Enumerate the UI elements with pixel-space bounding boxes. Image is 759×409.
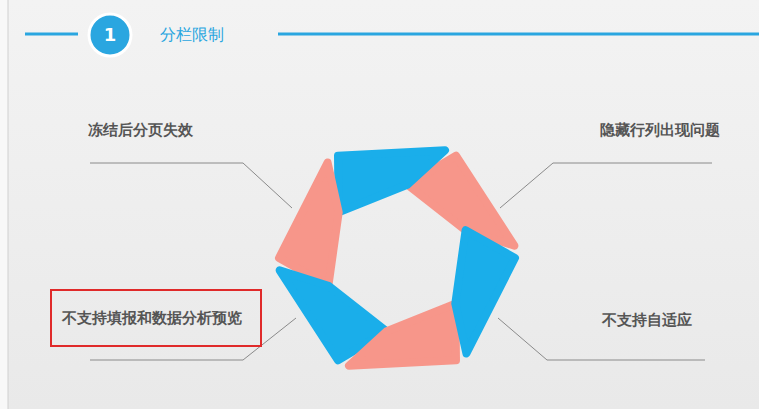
header-line (25, 33, 78, 36)
header-line (278, 33, 759, 36)
hexagon-segment (338, 150, 445, 212)
hexagon-segment (455, 230, 515, 353)
highlight-box: 不支持填报和数据分析预览 (50, 289, 262, 347)
limit-label: 不支持填报和数据分析预览 (62, 309, 242, 328)
leader-line (500, 163, 712, 208)
number-badge (89, 14, 131, 56)
callout-number: 1 (104, 24, 117, 46)
limit-label: 冻结后分页失效 (88, 121, 193, 139)
hexagon-ring (279, 150, 515, 366)
limit-label: 不支持自适应 (602, 311, 692, 329)
left-strip (0, 0, 8, 409)
hexagon-segment (349, 304, 456, 366)
limit-label: 隐藏行列出现问题 (600, 121, 720, 139)
hexagon-segment (279, 163, 339, 286)
left-edge (8, 0, 9, 409)
leader-line (90, 163, 292, 208)
section-title: 分栏限制 (160, 25, 224, 44)
